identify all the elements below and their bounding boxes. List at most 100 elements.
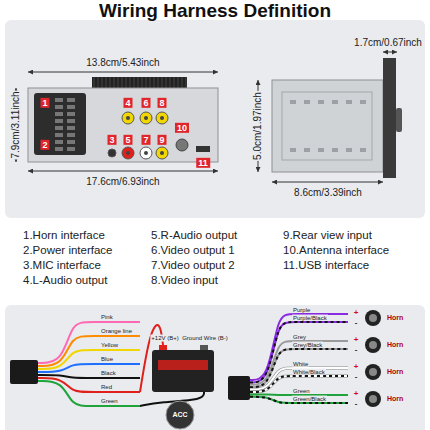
pin: [67, 133, 75, 137]
dimension-line: [272, 182, 383, 183]
wire: [38, 364, 140, 372]
legend-item: 9.Rear view input: [282, 229, 373, 242]
pin: [55, 119, 63, 123]
pin: [67, 140, 75, 144]
jack-pin: [144, 151, 148, 155]
terminal-label: +12V (B+): [150, 335, 179, 342]
wire: [38, 322, 140, 363]
side-bracket: [282, 92, 372, 160]
wire: [38, 350, 140, 369]
hole: [304, 100, 310, 104]
dimension-line: [28, 171, 218, 172]
legend-item: 10.Antenna interface: [282, 244, 390, 257]
pin: [67, 126, 75, 130]
speaker-label: Horn: [386, 395, 404, 403]
speakers: [365, 310, 381, 407]
jack-pin: [126, 116, 130, 120]
hole: [360, 148, 366, 152]
callout-number: 5: [123, 135, 132, 145]
legend-item: 6.Video output 1: [150, 244, 236, 257]
pin: [55, 105, 63, 109]
wire: [38, 378, 140, 392]
jack: [140, 147, 152, 159]
callout-number: 2: [40, 140, 49, 150]
iso-pins: [55, 98, 75, 151]
harness-plug: [10, 360, 38, 384]
knob: [396, 108, 402, 132]
pin: [55, 98, 63, 102]
callout-number: 9: [157, 135, 166, 145]
jack-pin: [144, 116, 148, 120]
pin: [55, 126, 63, 130]
dimension-line: [28, 72, 218, 73]
wire-label: Blue: [100, 356, 114, 363]
battery-label-band: [158, 360, 208, 370]
wire: [38, 375, 140, 378]
pin: [55, 133, 63, 137]
hole: [346, 148, 352, 152]
hole: [360, 100, 366, 104]
callout-number: 7: [141, 135, 150, 145]
title: Wiring Harness Definition: [98, 0, 332, 22]
pin: [55, 147, 63, 151]
ignition-switch: [166, 401, 194, 429]
usb-port: [196, 146, 210, 152]
callout-number: 11: [196, 158, 210, 168]
wire-label: Orange line: [100, 328, 133, 335]
polarity-sign: +: [353, 335, 360, 344]
iso-connector: [34, 93, 86, 155]
hole: [290, 100, 296, 104]
dimension-text: 13.8cm/5.43inch: [85, 57, 160, 69]
jack-pin: [160, 151, 164, 155]
wire-label: Purple: [292, 306, 311, 313]
wire-label: Grey/Black: [292, 341, 323, 348]
dimension-text: 5.0cm/1.97inch: [252, 91, 264, 161]
jack: [122, 112, 134, 124]
polarity-sign: -: [354, 399, 359, 408]
pin: [67, 119, 75, 123]
battery-terminal: [200, 345, 208, 350]
callout-number: 3: [107, 135, 116, 145]
jack: [156, 147, 168, 159]
hole: [346, 100, 352, 104]
legend-item: 4.L-Audio output: [22, 274, 108, 287]
dimension-text: 1.7cm/0.67inch: [353, 37, 423, 49]
wire: [38, 381, 140, 406]
polarity-sign: -: [354, 345, 359, 354]
speaker-icon: [365, 391, 381, 407]
speaker-cone: [369, 314, 377, 322]
legend-item: 11.USB interface: [282, 259, 370, 272]
dimension-text: 17.6cm/6.93inch: [85, 176, 160, 188]
pin: [55, 112, 63, 116]
jack: [140, 112, 152, 124]
hole: [290, 148, 296, 152]
speaker-label: Horn: [386, 314, 404, 322]
jack-pin: [126, 151, 130, 155]
front-panel: [383, 58, 396, 178]
dimension-text: 7.9cm/3.11inch: [10, 90, 22, 159]
wires: [38, 314, 348, 406]
speaker-cone: [369, 395, 377, 403]
dimension-text: 8.6cm/3.39inch: [293, 187, 363, 199]
hole: [318, 100, 324, 104]
wire-label: Yellow: [100, 342, 119, 349]
callout-number: 10: [175, 123, 189, 133]
wire-label: Purple/Black: [292, 314, 328, 321]
polarity-sign: +: [353, 362, 360, 371]
wire: [250, 322, 348, 382]
polarity-sign: +: [353, 308, 360, 317]
wire-stripe: [250, 322, 348, 382]
legend-item: 3.MIC interface: [22, 259, 102, 272]
wire-label: Green: [100, 398, 119, 405]
terminal-label: Ground Wire (B-): [181, 335, 229, 342]
callout-number: 6: [141, 98, 150, 108]
speaker-icon: [365, 364, 381, 380]
polarity-sign: +: [353, 389, 360, 398]
hole: [332, 100, 338, 104]
antenna-socket: [176, 139, 188, 151]
legend-item: 7.Video output 2: [150, 259, 236, 272]
speaker-cone: [369, 368, 377, 376]
polarity-sign: -: [354, 372, 359, 381]
heatsink: [92, 77, 187, 88]
